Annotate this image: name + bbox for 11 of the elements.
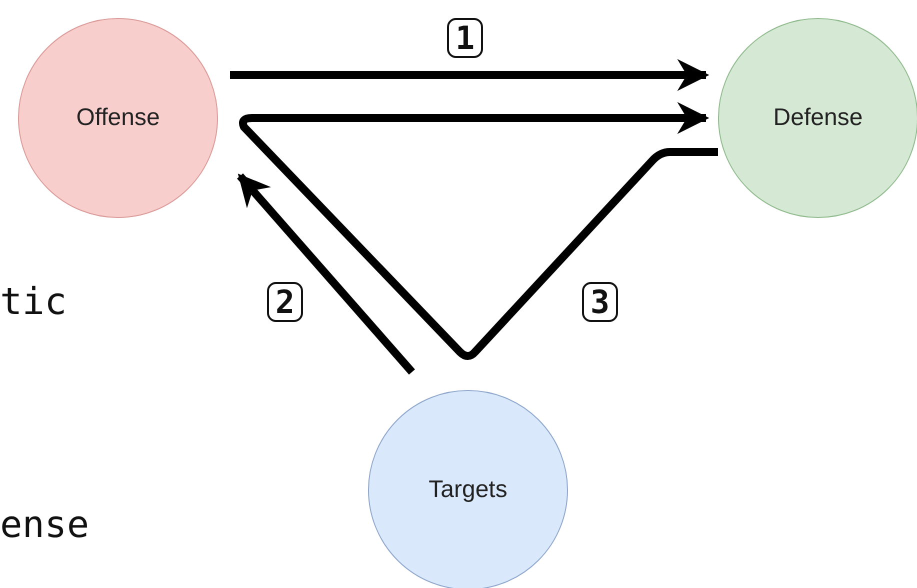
arrow xyxy=(237,173,415,375)
edge-label: 1 xyxy=(447,18,483,58)
node-label: Offense xyxy=(76,104,160,132)
cut-off-text: tic xyxy=(0,280,67,323)
node-label: Defense xyxy=(773,104,863,132)
edge-label: 3 xyxy=(582,282,618,322)
cut-off-text: ense xyxy=(0,503,90,546)
edge-label: 2 xyxy=(267,282,303,322)
arrow xyxy=(230,59,710,91)
arrow xyxy=(240,102,718,358)
node-label: Targets xyxy=(428,476,508,504)
